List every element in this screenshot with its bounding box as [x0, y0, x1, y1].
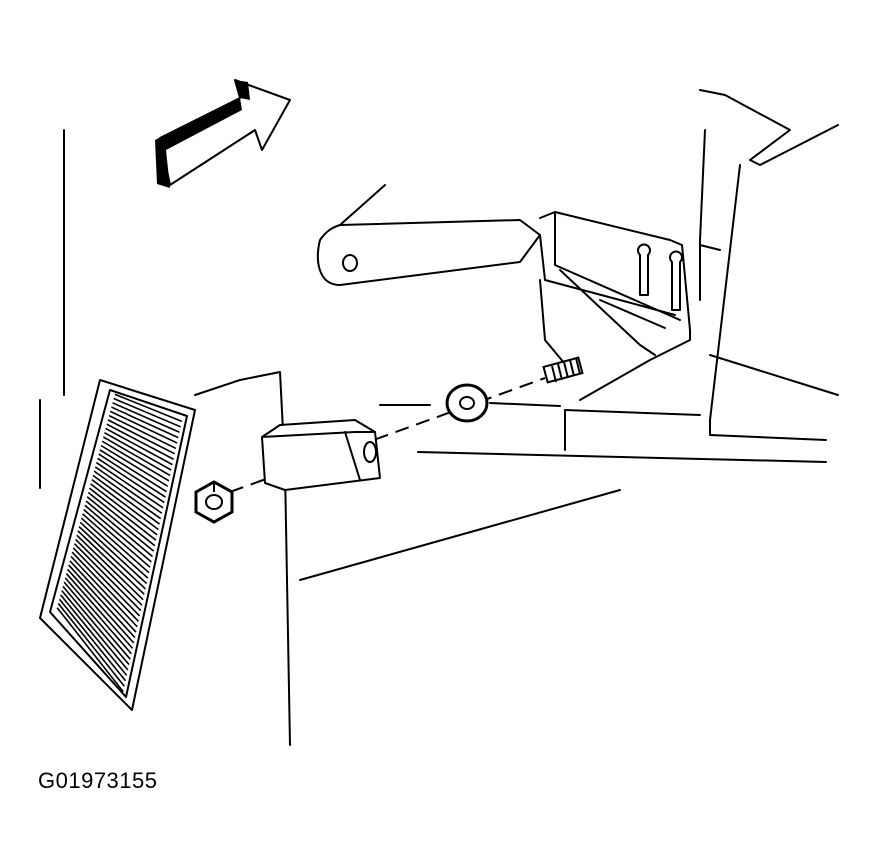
- pedal-rib: [71, 551, 140, 622]
- pedal-rib: [114, 393, 183, 423]
- pedal-rib: [61, 590, 129, 671]
- pedal-rib: [66, 568, 135, 644]
- kick-panel-edge: [39, 129, 65, 489]
- pedal-rib: [95, 461, 164, 509]
- pedal-rib: [59, 594, 128, 676]
- pedal-rib: [98, 453, 166, 498]
- pedal-rib: [109, 410, 178, 444]
- pedal-rib: [112, 402, 180, 433]
- pedal-rib: [88, 487, 157, 541]
- pedal-rib: [58, 598, 127, 682]
- pedal-rib: [113, 397, 181, 428]
- floor-pan-lines: [194, 371, 827, 746]
- pedal-rib: [97, 457, 165, 504]
- figure-id-label: G01973155: [38, 768, 158, 793]
- keyhole-slot: [637, 243, 651, 296]
- pedal-rib: [94, 466, 163, 514]
- keyhole-slot: [669, 250, 683, 311]
- pedal-rib: [64, 577, 132, 655]
- pedal-rib: [99, 449, 168, 493]
- pedal-rib: [90, 483, 158, 536]
- pedal-rib: [78, 526, 147, 590]
- pedal-rib: [102, 436, 171, 477]
- pedal-rib: [87, 491, 156, 547]
- pedal-rib: [82, 513, 150, 574]
- pedal-rib: [84, 504, 152, 563]
- pedal-rib: [65, 573, 134, 649]
- pedal-rib: [76, 534, 144, 601]
- pedal-rib: [108, 414, 177, 450]
- pedal-rib: [72, 547, 141, 617]
- pedal-rib: [77, 530, 145, 595]
- pedal-ribs: [56, 393, 183, 693]
- pedal-rib: [69, 560, 137, 633]
- pedal-rib: [68, 564, 136, 639]
- accelerator-pedal: [39, 379, 196, 711]
- pedal-rib: [104, 431, 172, 471]
- hex-nut: [194, 480, 234, 524]
- upper-mounting-bracket: [316, 184, 541, 286]
- pedal-rib: [57, 602, 125, 687]
- stud-threads: [551, 357, 581, 383]
- pedal-rib: [73, 543, 142, 612]
- pedal-rib: [105, 427, 173, 466]
- forward-arrow-icon: [155, 79, 291, 188]
- pedal-rib: [70, 555, 138, 628]
- pedal-rib: [80, 517, 149, 579]
- pedal-rib: [100, 444, 169, 487]
- pedal-rib: [56, 607, 124, 693]
- pedal-rib: [86, 496, 155, 552]
- dash-support-structure: [539, 89, 839, 451]
- pedal-rib: [85, 500, 154, 558]
- pedal-rib: [106, 423, 174, 460]
- pedal-mount-bracket: [261, 419, 381, 491]
- pedal-rib: [111, 406, 179, 439]
- pedal-rib: [93, 470, 162, 520]
- washer: [445, 383, 489, 423]
- pedal-rib: [75, 538, 143, 606]
- pedal-rib: [107, 419, 176, 455]
- pedal-rib: [91, 479, 159, 531]
- mounting-stud: [542, 356, 584, 384]
- pedal-rib: [79, 521, 148, 585]
- bracket-hole: [342, 254, 358, 272]
- pedal-rib: [83, 508, 151, 568]
- bracket-slot: [363, 441, 377, 463]
- pedal-rib: [92, 474, 161, 525]
- pedal-rib: [101, 440, 170, 482]
- pedal-rib: [62, 585, 130, 666]
- pedal-rib: [63, 581, 131, 660]
